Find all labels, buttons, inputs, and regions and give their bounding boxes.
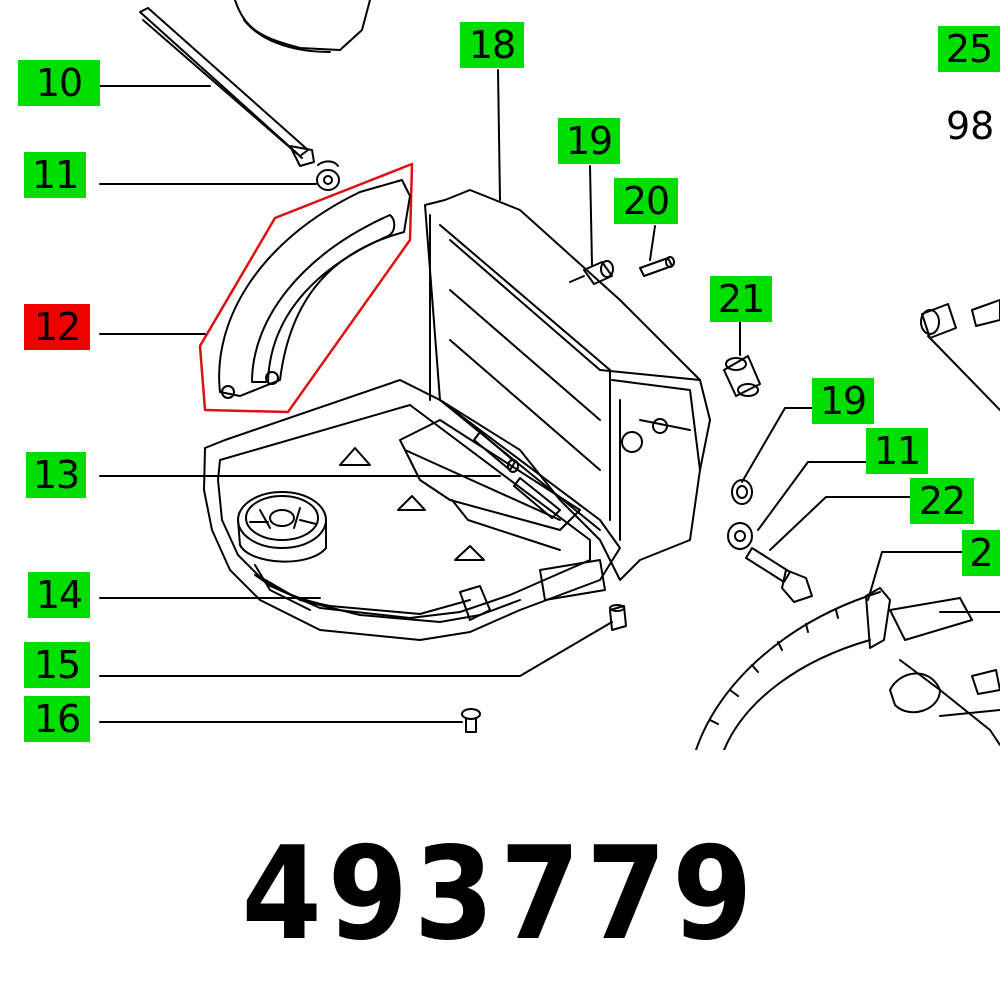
callout-2-partial: 2 bbox=[962, 530, 1000, 576]
partial-text-98: 98 bbox=[946, 104, 995, 148]
callout-19-top: 19 bbox=[558, 118, 620, 164]
setscrew-part-15 bbox=[609, 604, 627, 631]
washer-part-11 bbox=[316, 160, 340, 191]
guard-plate-part-12 bbox=[198, 162, 414, 414]
callout-22: 22 bbox=[910, 478, 974, 524]
washer-part-11-right bbox=[727, 522, 753, 550]
callout-18: 18 bbox=[460, 22, 524, 68]
callout-16: 16 bbox=[24, 696, 90, 742]
callout-25: 25 bbox=[938, 26, 1000, 72]
callout-11-right: 11 bbox=[866, 428, 928, 474]
callout-20: 20 bbox=[614, 178, 678, 224]
rail-part-14 bbox=[254, 574, 471, 615]
callout-12-highlighted: 12 bbox=[24, 304, 90, 350]
callout-10: 10 bbox=[18, 60, 100, 106]
screw-part-16 bbox=[461, 708, 481, 733]
parts-drawing bbox=[99, 0, 1000, 750]
angle-scale bbox=[695, 587, 1000, 750]
base-housing bbox=[203, 189, 711, 641]
callout-15: 15 bbox=[24, 642, 90, 688]
callout-14: 14 bbox=[28, 572, 90, 618]
callout-11: 11 bbox=[24, 152, 86, 198]
callout-19-right: 19 bbox=[812, 378, 874, 424]
bolt-part-22 bbox=[745, 547, 813, 603]
sleeve-part-19-right bbox=[731, 479, 753, 505]
bushing-part-21 bbox=[723, 355, 761, 397]
sleeve-part-19 bbox=[569, 260, 614, 285]
part-number: 493779 bbox=[241, 820, 759, 969]
pin-part-20 bbox=[639, 256, 675, 277]
rod-part-10 bbox=[139, 0, 371, 167]
bushing-right-edge bbox=[920, 299, 1000, 339]
pin-part-13 bbox=[473, 431, 561, 519]
callout-21: 21 bbox=[710, 276, 772, 322]
wheel-knob bbox=[237, 491, 327, 563]
callout-13: 13 bbox=[26, 452, 86, 498]
